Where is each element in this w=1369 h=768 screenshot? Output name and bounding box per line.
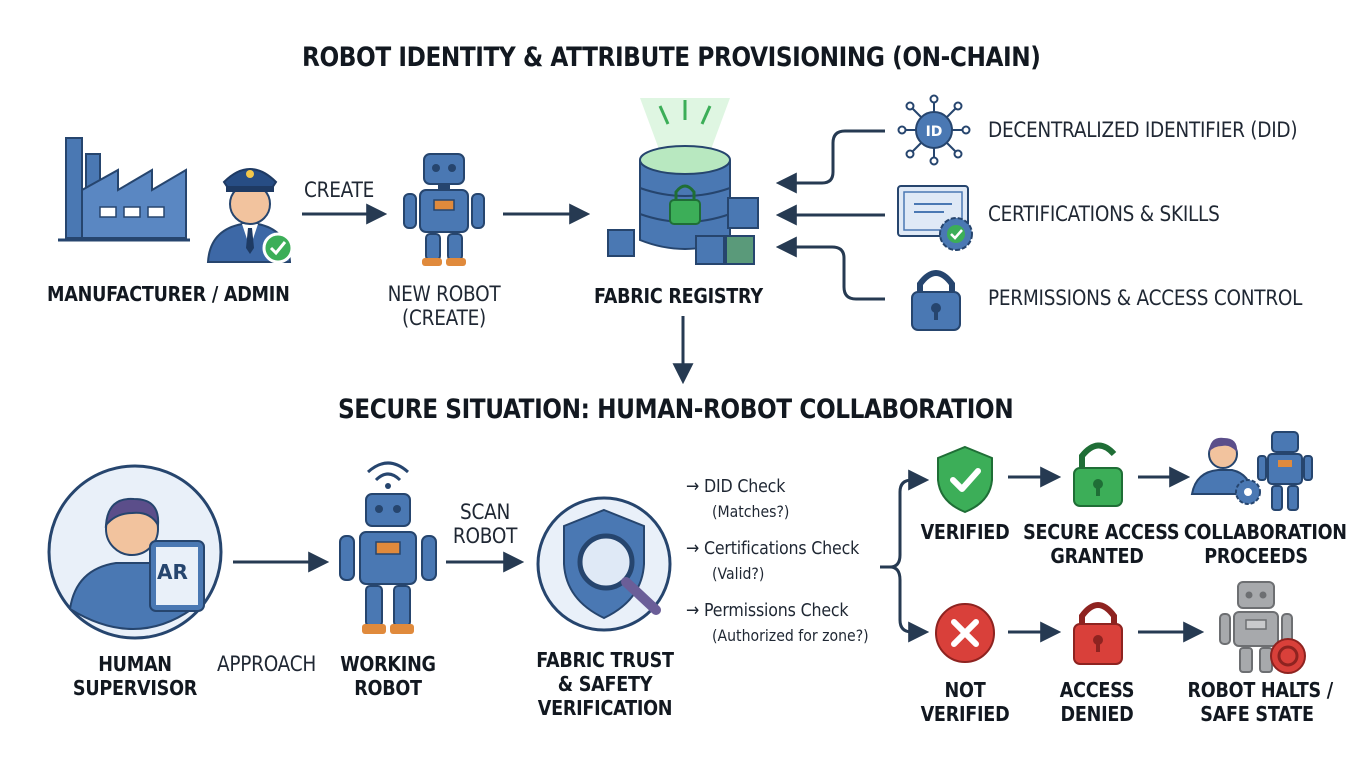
collaboration-label: COLLABORATION PROCEEDS: [1183, 520, 1347, 568]
access-granted-label: SECURE ACCESS GRANTED: [1023, 520, 1180, 568]
verification-label: FABRIC TRUST & SAFETY VERIFICATION: [536, 648, 674, 720]
working-robot-icon: [339, 461, 437, 634]
approach-label: APPROACH: [217, 652, 316, 676]
ar-tablet-label: AR: [157, 560, 188, 584]
factory-icon: [58, 137, 190, 242]
attr-did-label: DECENTRALIZED IDENTIFIER (DID): [988, 118, 1298, 142]
verification-shield-icon: [536, 496, 672, 632]
registry-label: FABRIC REGISTRY: [594, 284, 763, 308]
certificate-icon: [897, 185, 973, 251]
scan-robot-label: SCAN ROBOT: [452, 500, 518, 548]
attr-cert-label: CERTIFICATIONS & SKILLS: [988, 202, 1220, 226]
unlocked-padlock-icon: [1073, 442, 1123, 507]
robot-halts-label: ROBOT HALTS / SAFE STATE: [1187, 678, 1333, 726]
admin-avatar-icon: [206, 168, 294, 264]
check-cert-sub: (Valid?): [712, 564, 765, 583]
verified-shield-icon: [937, 445, 993, 514]
svg-text:ID: ID: [926, 124, 943, 140]
check-permissions-sub: (Authorized for zone?): [712, 626, 869, 645]
did-network-icon: ID: [897, 94, 971, 166]
bottom-title: SECURE SITUATION: HUMAN-ROBOT COLLABORAT…: [338, 394, 1014, 425]
manufacturer-label: MANUFACTURER / ADMIN: [47, 282, 290, 306]
attr-permissions-label: PERMISSIONS & ACCESS CONTROL: [988, 286, 1303, 310]
check-permissions: → Permissions Check: [686, 600, 849, 621]
not-verified-icon: [935, 603, 995, 663]
create-arrow-label: CREATE: [304, 178, 375, 202]
new-robot-icon: [403, 153, 485, 266]
collaboration-icon: [1190, 431, 1313, 511]
supervisor-avatar-icon: [47, 464, 223, 640]
working-robot-label: WORKING ROBOT: [340, 652, 436, 700]
arrow-did: [775, 129, 885, 194]
padlock-icon: [911, 270, 961, 331]
arrow-permissions: [775, 236, 885, 301]
verified-label: VERIFIED: [920, 520, 1010, 544]
locked-padlock-icon: [1073, 602, 1123, 665]
registry-database-icon: [607, 98, 759, 265]
check-did: → DID Check: [686, 476, 786, 497]
supervisor-label: HUMAN SUPERVISOR: [72, 652, 198, 700]
access-denied-label: ACCESS DENIED: [1059, 678, 1135, 726]
check-did-sub: (Matches?): [712, 502, 790, 521]
top-title: ROBOT IDENTITY & ATTRIBUTE PROVISIONING …: [302, 42, 1041, 73]
new-robot-label: NEW ROBOT (CREATE): [387, 282, 501, 330]
check-cert: → Certifications Check: [686, 538, 860, 559]
not-verified-label: NOT VERIFIED: [920, 678, 1010, 726]
halted-robot-icon: [1219, 581, 1306, 674]
